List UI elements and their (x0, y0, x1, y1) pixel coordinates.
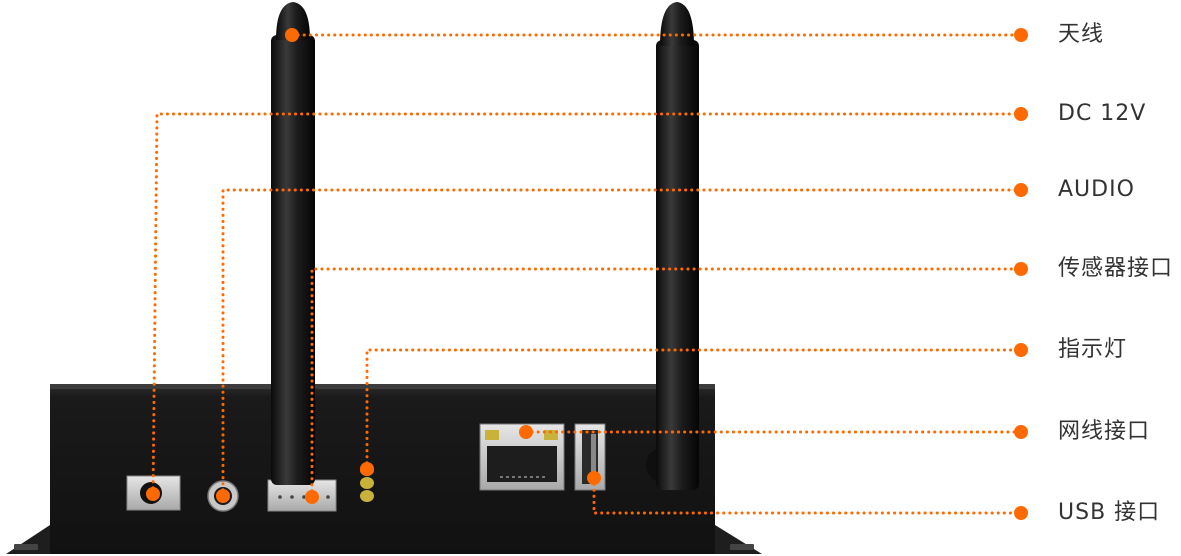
dot-dc-end (1014, 107, 1028, 121)
dot-sensor-start (305, 490, 319, 504)
antenna-left (271, 2, 315, 485)
dot-ethernet-end (1014, 425, 1028, 439)
leader-audio (221, 188, 1023, 498)
leader-usb (592, 476, 1023, 515)
dot-antenna-start (285, 28, 299, 42)
sensor-port (267, 479, 337, 512)
ethernet-port (479, 423, 565, 491)
dot-usb-start (587, 471, 601, 485)
label-sensor-port: 传感器接口 (1058, 256, 1174, 281)
label-audio: AUDIO (1058, 177, 1135, 202)
leader-sensor (310, 267, 1023, 499)
label-usb-port: USB 接口 (1058, 500, 1161, 525)
dot-usb-end (1014, 506, 1028, 520)
dot-indicator-end (1014, 343, 1028, 357)
dot-audio-end (1014, 183, 1028, 197)
leader-indicator (365, 348, 1023, 471)
dot-antenna-end (1014, 28, 1028, 42)
label-ethernet-port: 网线接口 (1058, 419, 1151, 444)
dot-indicator-start (360, 462, 374, 476)
dot-ethernet-start (519, 425, 533, 439)
endpoint-dots (146, 28, 1028, 520)
label-antenna: 天线 (1058, 22, 1105, 47)
dot-sensor-end (1014, 262, 1028, 276)
leader-dc (151, 112, 1023, 496)
label-indicator: 指示灯 (1058, 337, 1128, 362)
dot-audio-start (216, 489, 230, 503)
antenna-right (656, 2, 699, 490)
leader-lines (151, 33, 1023, 515)
label-dc-12v: DC 12V (1058, 101, 1147, 126)
dot-dc-start (146, 487, 160, 501)
